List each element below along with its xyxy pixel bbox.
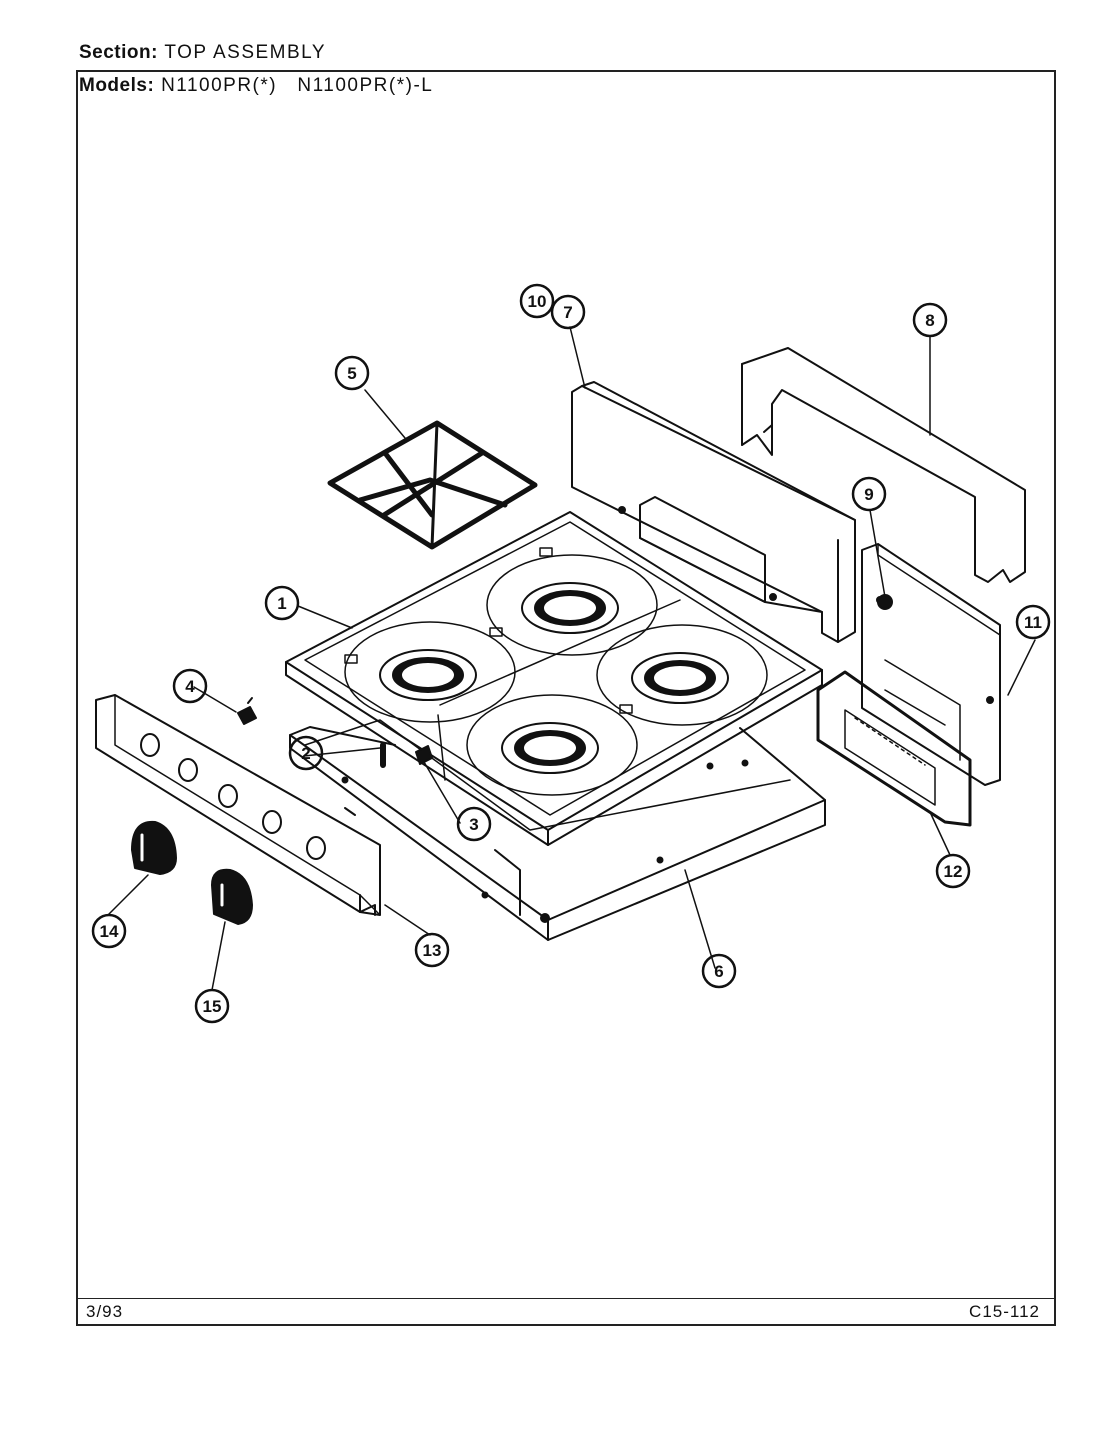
svg-text:9: 9: [864, 485, 873, 504]
part-14-knob: [131, 820, 177, 875]
callout-2: 2: [288, 735, 324, 771]
section-heading: Section: TOP ASSEMBLY: [79, 42, 326, 64]
svg-text:3: 3: [469, 815, 478, 834]
callout-15: 15: [194, 988, 230, 1024]
part-5-burner-grate: [327, 420, 538, 550]
callout-6: 6: [701, 953, 737, 989]
section-value: TOP ASSEMBLY: [164, 42, 327, 63]
svg-text:13: 13: [423, 941, 442, 960]
part-4-switch: [237, 697, 257, 725]
diagram-frame: [76, 70, 1056, 1326]
callout-11: 11: [1015, 604, 1051, 640]
svg-text:10: 10: [528, 292, 547, 311]
callout-13: 13: [414, 932, 450, 968]
callout-9: 9: [851, 476, 887, 512]
part-1-cooktop: [285, 511, 823, 846]
svg-text:7: 7: [563, 303, 572, 322]
part-12-gasket: [816, 670, 972, 827]
svg-text:12: 12: [944, 862, 963, 881]
callout-3: 3: [456, 806, 492, 842]
section-label: Section:: [79, 42, 158, 63]
callout-7: 7: [550, 294, 586, 330]
leader-lines: [107, 326, 1036, 991]
callout-14: 14: [91, 913, 127, 949]
page-code: C15-112: [969, 1302, 1040, 1321]
part-15-knob: [211, 868, 253, 925]
svg-text:4: 4: [185, 677, 195, 696]
part-7-backguard: [571, 381, 856, 643]
svg-text:15: 15: [203, 997, 222, 1016]
callout-4: 4: [172, 668, 208, 704]
callout-12: 12: [935, 853, 971, 889]
svg-text:1: 1: [277, 594, 286, 613]
revision-date: 3/93: [86, 1302, 124, 1321]
svg-text:11: 11: [1024, 613, 1042, 632]
part-6-burner-box: [289, 719, 826, 941]
part-3-clip: [415, 745, 433, 765]
models-heading: Models: N1100PR(*) N1100PR(*)-L: [79, 75, 433, 97]
callout-8: 8: [912, 302, 948, 338]
callout-1: 1: [264, 585, 300, 621]
part-8-rear-trim: [741, 347, 1026, 583]
footer-divider: [76, 1298, 1056, 1299]
svg-text:6: 6: [714, 962, 723, 981]
part-13-control-panel: [95, 694, 381, 916]
svg-text:2: 2: [301, 744, 310, 763]
svg-text:8: 8: [925, 311, 934, 330]
callout-10: 10: [519, 283, 555, 319]
svg-text:5: 5: [347, 364, 356, 383]
svg-text:14: 14: [100, 922, 119, 941]
models-value: N1100PR(*) N1100PR(*)-L: [161, 75, 434, 96]
models-label: Models:: [79, 75, 155, 96]
callout-5: 5: [334, 355, 370, 391]
